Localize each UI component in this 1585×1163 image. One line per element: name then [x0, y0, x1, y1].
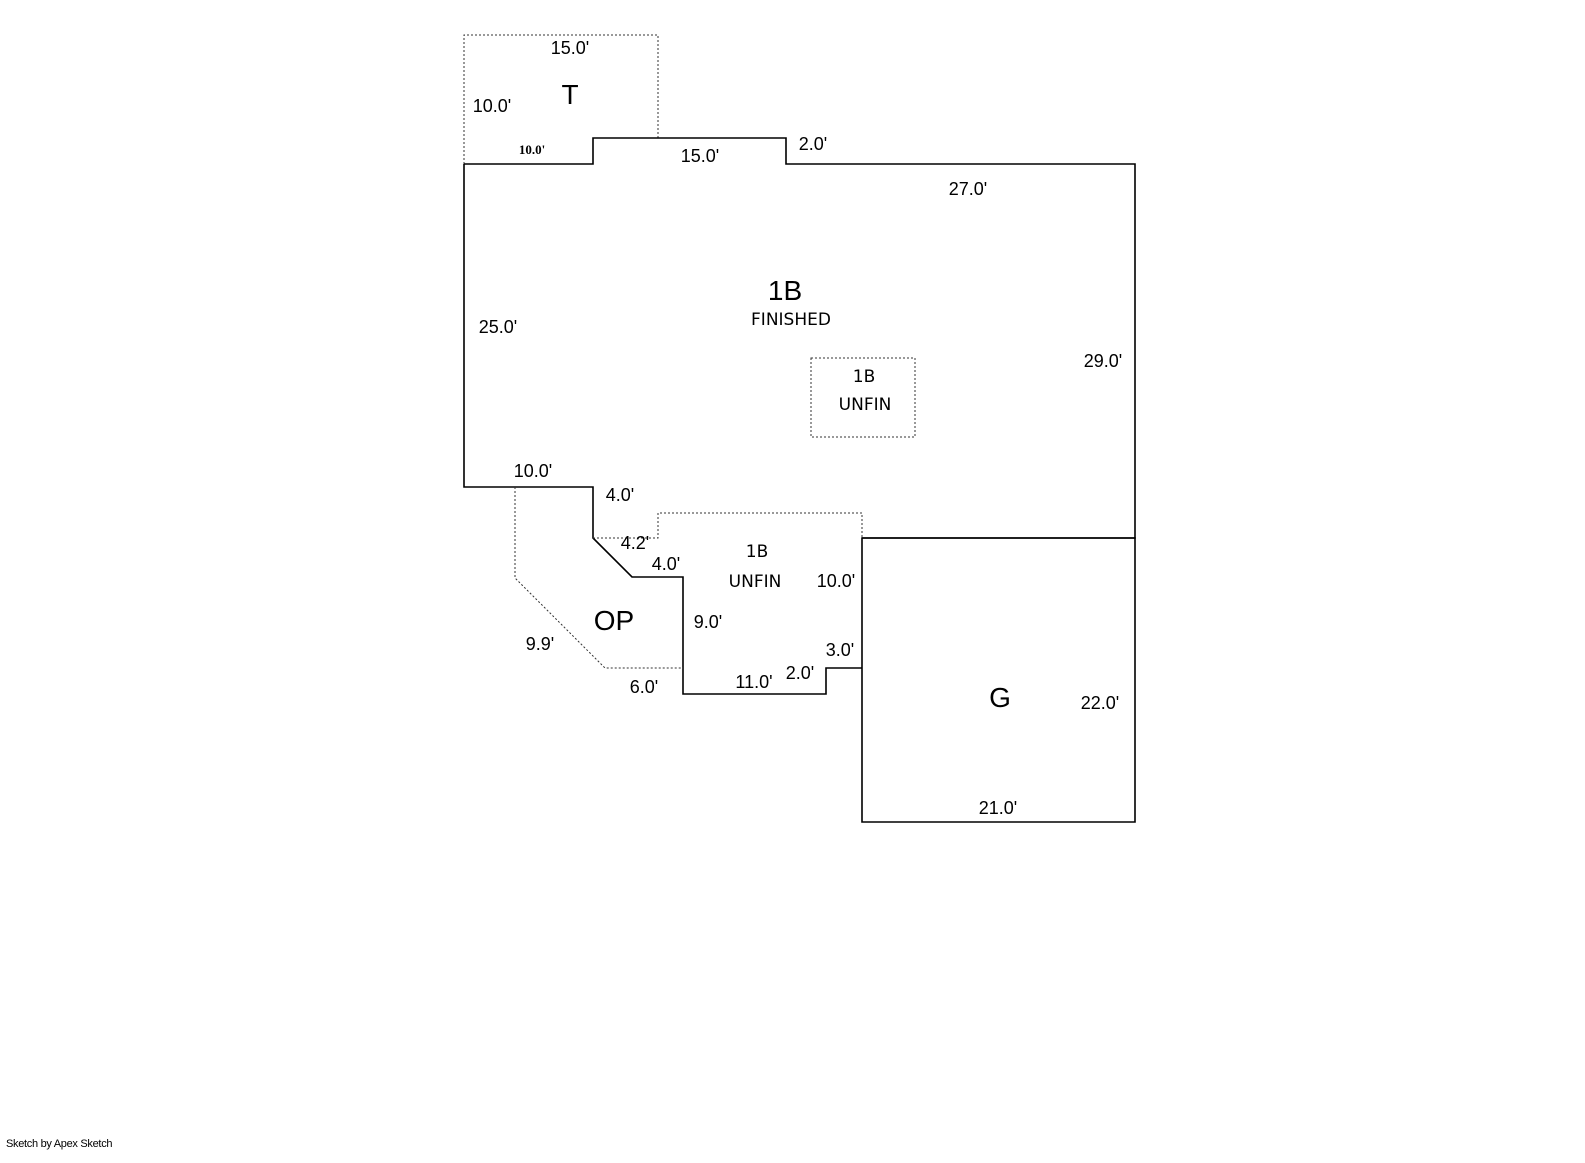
dim-step-small: 4.0'	[652, 554, 680, 574]
main-area-label: FINISHED	[751, 310, 831, 330]
unfin-lower-outline	[593, 512, 863, 539]
dim-main-left: 25.0'	[479, 317, 517, 337]
terrace-outline	[463, 34, 659, 164]
terrace-area-label: T	[561, 79, 578, 110]
dim-terrace-top: 15.0'	[551, 38, 589, 58]
unfin-lower-code: 1B	[746, 542, 768, 562]
dim-unfin-step-vert: 3.0'	[826, 640, 854, 660]
main-floor-outline	[463, 137, 1136, 695]
dim-terrace-left: 10.0'	[473, 96, 511, 116]
dim-bump-top: 15.0'	[681, 146, 719, 166]
open-porch-outline	[514, 487, 683, 669]
dim-notch-down: 4.0'	[606, 485, 634, 505]
dim-main-top: 27.0'	[949, 179, 987, 199]
unfin-lower-label: UNFIN	[729, 572, 782, 592]
dim-porch-bottom: 6.0'	[630, 677, 658, 697]
dim-garage-right: 22.0'	[1081, 693, 1119, 713]
dim-unfin-step-horiz: 2.0'	[786, 663, 814, 683]
garage-label: G	[989, 682, 1011, 713]
dim-diag-small: 4.2'	[621, 533, 649, 553]
dim-unfin-right: 10.0'	[817, 571, 855, 591]
unfin-center-code: 1B	[853, 367, 875, 387]
dim-main-bottom-left: 10.0'	[514, 461, 552, 481]
main-area-code: 1B	[768, 275, 802, 306]
unfin-center-outline	[810, 357, 916, 438]
unfin-center-label: UNFIN	[839, 395, 892, 415]
dim-unfin-bottom: 11.0'	[735, 672, 772, 692]
open-porch-label: OP	[594, 605, 634, 636]
dim-terrace-bottom: 10.0'	[519, 142, 545, 157]
garage-outline	[861, 537, 1136, 823]
dim-main-right: 29.0'	[1084, 351, 1122, 371]
dim-garage-bottom: 21.0'	[979, 798, 1017, 818]
dim-bump-step: 2.0'	[799, 134, 827, 154]
dim-porch-diag: 9.9'	[526, 634, 554, 654]
sketch-credit: Sketch by Apex Sketch	[6, 1138, 113, 1150]
dim-unfin-left: 9.0'	[694, 612, 722, 632]
